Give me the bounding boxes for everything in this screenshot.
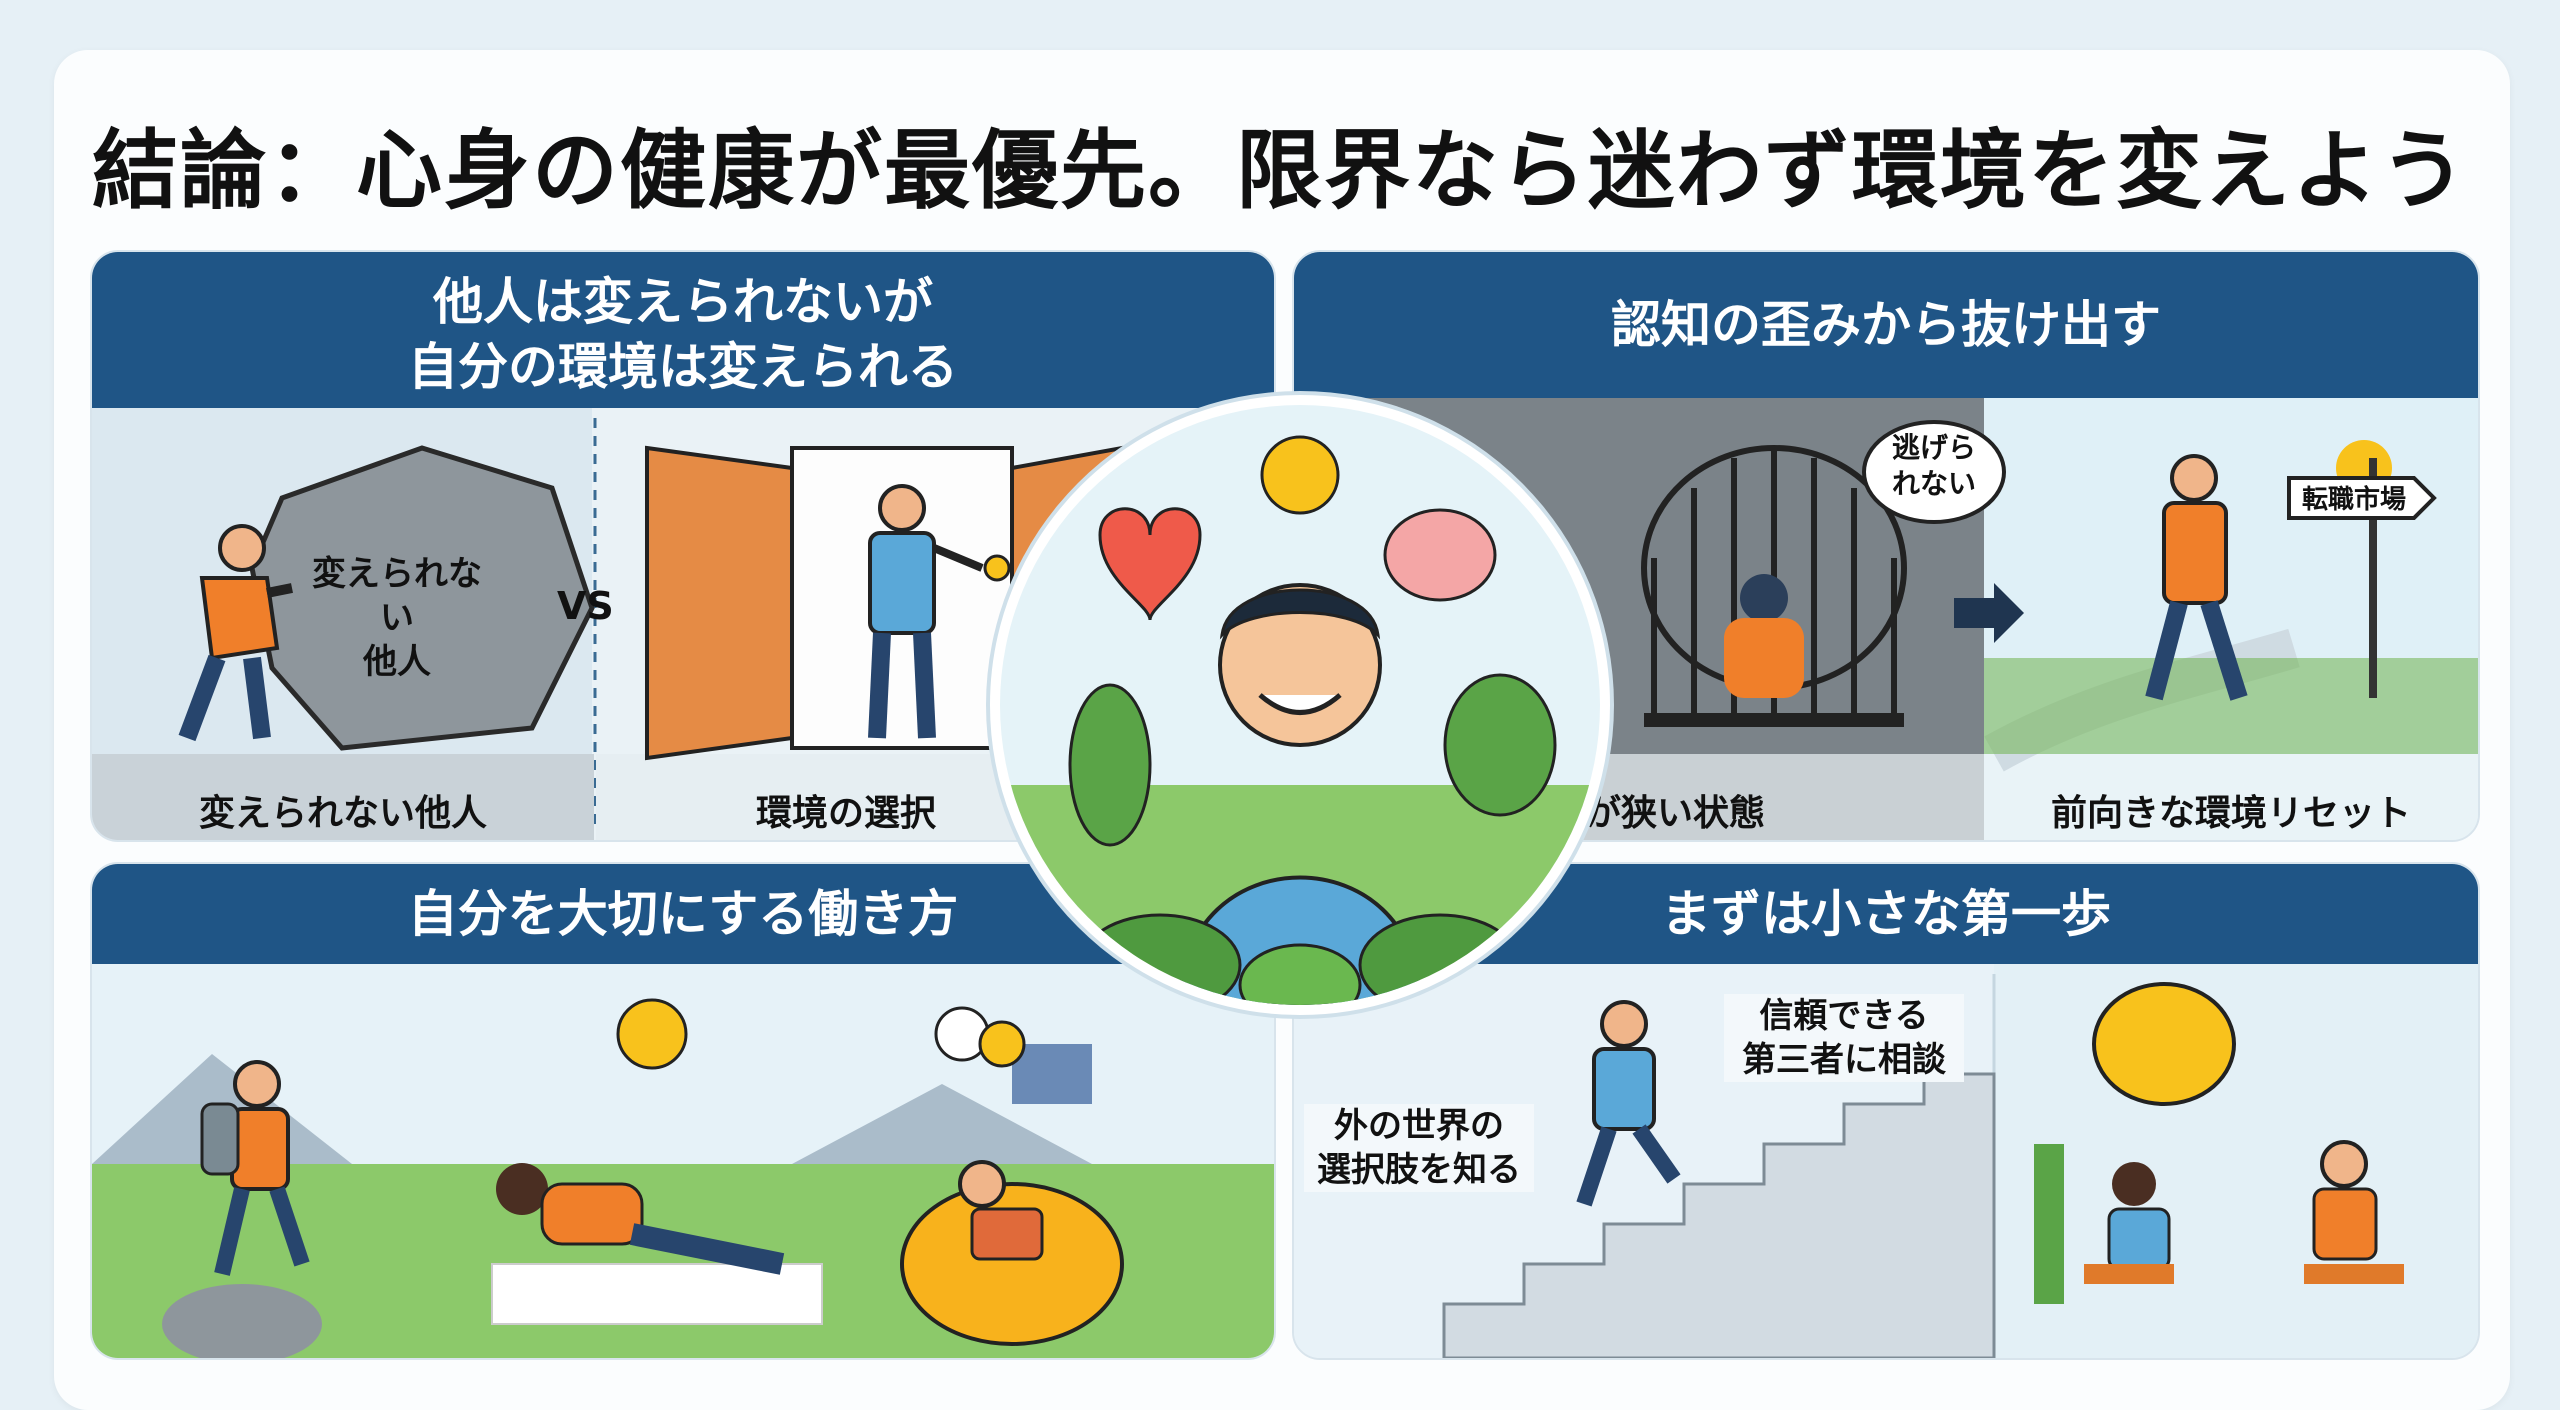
sun-icon	[1260, 435, 1340, 515]
panel-header: 認知の歪みから抜け出す	[1294, 252, 2478, 398]
heart-icon	[1098, 507, 1202, 621]
vs-label: VS	[557, 584, 614, 628]
caption-environment-choice: 環境の選択	[755, 793, 936, 834]
brain-icon	[1383, 508, 1497, 602]
happy-person-illustration	[1000, 405, 1600, 1005]
label-consult-line2: 第三者に相談	[1742, 1040, 1946, 1081]
label-world-line1: 外の世界の	[1334, 1106, 1504, 1146]
thought-line1: 逃げら	[1891, 431, 1976, 464]
thought-line2: れない	[1891, 467, 1976, 501]
rock-label-line1: 変えられない	[312, 554, 482, 639]
page-title: 結論：心身の健康が最優先。限界なら迷わず環境を変えよう	[92, 121, 2468, 221]
caption-unchangeable-others: 変えられない他人	[198, 793, 487, 834]
label-world-line2: 選択肢を知る	[1317, 1150, 1521, 1191]
panel-first-step: まずは小さな第一歩 信頼できる 第三者に相談 外の世界の 選択肢を知る	[1292, 862, 2480, 1360]
panel-header-line1: 他人は変えられないが	[433, 273, 933, 331]
panel-header: 他人は変えられないが 自分の環境は変えられる	[92, 252, 1274, 408]
panel-cognitive-distortion: 認知の歪みから抜け出す 逃げら れない	[1292, 250, 2480, 842]
label-consult-line1: 信頼できる	[1759, 996, 1929, 1036]
relaxation-illustration	[92, 964, 1274, 1358]
panel-header-line2: 自分の環境は変えられる	[408, 338, 958, 396]
thought-bubble-text: 逃げら れない	[1864, 430, 2004, 503]
label-know-options: 外の世界の 選択肢を知る	[1304, 1104, 1534, 1193]
signpost-label: 転職市場	[2301, 485, 2406, 515]
rock-label-line2: 他人	[363, 642, 431, 683]
rock-label: 変えられない 他人	[297, 552, 497, 685]
panel-self-care-work: 自分を大切にする働き方	[90, 862, 1276, 1360]
caption-positive-reset: 前向きな環境リセット	[2050, 793, 2411, 834]
label-consult-third-party: 信頼できる 第三者に相談	[1724, 994, 1964, 1083]
center-happy-person-circle	[990, 395, 1610, 1015]
